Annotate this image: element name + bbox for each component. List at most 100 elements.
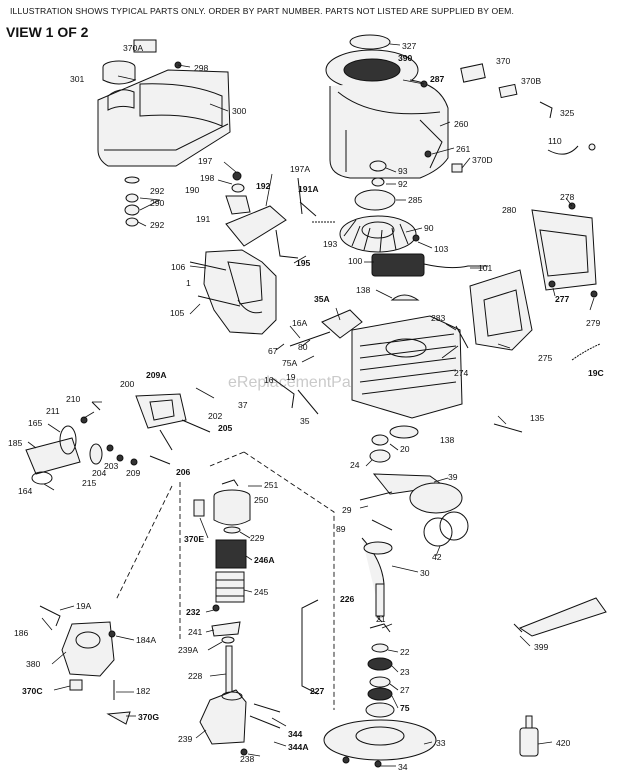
label-420: 420 [556,738,571,748]
label-327: 327 [402,41,417,51]
flywheel-90 [339,215,417,253]
label-67: 67 [268,346,278,356]
label-89: 89 [336,524,346,534]
label-278: 278 [560,192,575,202]
label-370C: 370C [22,686,43,696]
label-251: 251 [264,480,279,490]
label-370E: 370E [184,534,204,544]
consumables-drawing [513,597,607,757]
label-283: 283 [431,313,446,323]
label-245: 245 [254,587,269,597]
part-labels: 370A 301 298 300 327 390 287 370 370B 32… [8,41,604,772]
label-203: 203 [104,461,119,471]
label-93: 93 [398,166,408,176]
label-228: 228 [188,671,203,681]
label-370A: 370A [123,43,143,53]
head-cover-280 [531,209,597,291]
label-42: 42 [432,552,442,562]
label-380: 380 [26,659,41,669]
label-24: 24 [350,460,360,470]
cover-138 [390,294,420,301]
label-34: 34 [398,762,408,772]
label-239A: 239A [178,645,198,655]
label-191A: 191A [298,184,319,194]
sump-drawing [323,623,437,768]
piston-drawing [359,434,469,623]
label-35A: 35A [314,294,330,304]
starter-cup-285 [354,189,396,211]
label-190: 190 [185,185,200,195]
label-39: 39 [448,472,458,482]
label-90: 90 [424,223,434,233]
filter-245 [215,571,245,603]
ignition-100 [371,253,425,277]
decal-327 [349,34,391,50]
label-23: 23 [400,667,410,677]
label-370: 370 [496,56,511,66]
label-165: 165 [28,418,43,428]
label-344A: 344A [288,742,309,752]
cover-250 [213,496,251,526]
piston [409,482,463,514]
label-290: 290 [150,198,165,208]
label-215: 215 [82,478,97,488]
label-229: 229 [250,533,265,543]
diagram-notice: ILLUSTRATION SHOWS TYPICAL PARTS ONLY. O… [10,6,515,16]
label-20: 20 [400,444,410,454]
label-280: 280 [502,205,517,215]
label-261: 261 [456,144,471,154]
label-239: 239 [178,734,193,744]
cylinder-drawing [289,202,601,439]
label-250: 250 [254,495,269,505]
label-370G: 370G [138,712,159,722]
label-301: 301 [70,74,85,84]
label-191: 191 [196,214,211,224]
label-198: 198 [200,173,215,183]
label-164: 164 [18,486,33,496]
label-195: 195 [296,258,311,268]
label-300: 300 [232,106,247,116]
governor-linkage-drawing [225,171,336,259]
label-80: 80 [298,342,308,352]
label-193: 193 [323,239,338,249]
label-35: 35 [300,416,310,426]
label-287: 287 [430,74,445,84]
label-226: 226 [340,594,355,604]
cylinder-block [351,315,463,419]
label-106: 106 [171,262,186,272]
label-292-top: 292 [150,186,165,196]
label-75: 75 [400,703,410,713]
label-21: 21 [376,614,386,624]
label-399: 399 [534,642,549,652]
carburetor-380 [61,621,115,677]
sealant-tube-399 [518,597,607,637]
label-370D: 370D [472,155,493,165]
label-197A: 197A [290,164,310,174]
label-100: 100 [348,256,363,266]
engine-block-drawing [189,249,277,335]
label-210: 210 [66,394,81,404]
view-title: VIEW 1 OF 2 [6,24,89,40]
label-19: 19 [286,372,296,382]
crankcase-1 [203,249,277,335]
label-27: 27 [400,685,410,695]
label-92: 92 [398,179,408,189]
fuel-cap [102,67,136,85]
label-204: 204 [92,468,107,478]
label-232: 232 [186,607,201,617]
label-344: 344 [288,729,303,739]
label-16A: 16A [292,318,308,328]
fuel-tank [97,69,231,167]
label-138-top: 138 [356,285,371,295]
label-19A: 19A [76,601,92,611]
governor-plate-191 [225,205,287,247]
label-298: 298 [194,63,209,73]
group-brackets [115,451,335,710]
label-246A: 246A [254,555,275,565]
label-211: 211 [46,406,60,416]
label-182: 182 [136,686,151,696]
label-22: 22 [400,647,410,657]
bottle-420 [519,727,539,757]
label-110: 110 [548,136,562,146]
